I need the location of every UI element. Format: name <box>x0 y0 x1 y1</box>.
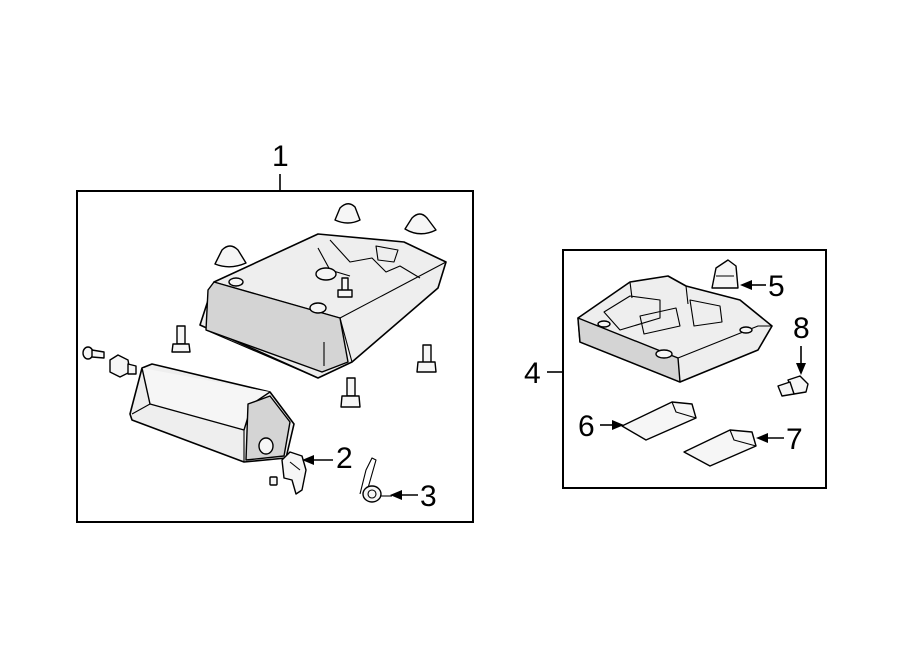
callout-7: 7 <box>786 423 803 456</box>
mounting-screw <box>82 346 105 360</box>
lamp-assembly-group: 4 5 8 6 <box>524 249 827 489</box>
callout-2: 2 <box>336 442 353 475</box>
mounting-bolt <box>337 277 353 298</box>
latch <box>281 451 307 495</box>
mounting-nut <box>109 354 137 378</box>
lamp-assembly-frame <box>562 249 827 489</box>
callout-5: 5 <box>768 270 785 303</box>
mounting-clip <box>334 203 361 224</box>
mounting-bolt <box>340 377 361 408</box>
bulb <box>777 375 809 397</box>
mounting-bolt <box>171 325 191 353</box>
callout-1: 1 <box>272 140 289 173</box>
console-assembly-frame <box>76 190 474 523</box>
callout-4: 4 <box>524 357 541 390</box>
lens-right <box>683 429 757 467</box>
spring <box>359 457 392 503</box>
latch-pin <box>269 476 278 486</box>
console-assembly-group: 1 <box>76 140 474 523</box>
lens-left <box>621 401 697 441</box>
lamp-clip <box>711 259 739 289</box>
callout-8: 8 <box>793 312 810 345</box>
mounting-clip <box>214 245 247 268</box>
mounting-bolt <box>416 344 437 373</box>
callout-3: 3 <box>420 480 437 513</box>
callout-6: 6 <box>578 410 595 443</box>
mounting-clip <box>404 213 437 235</box>
